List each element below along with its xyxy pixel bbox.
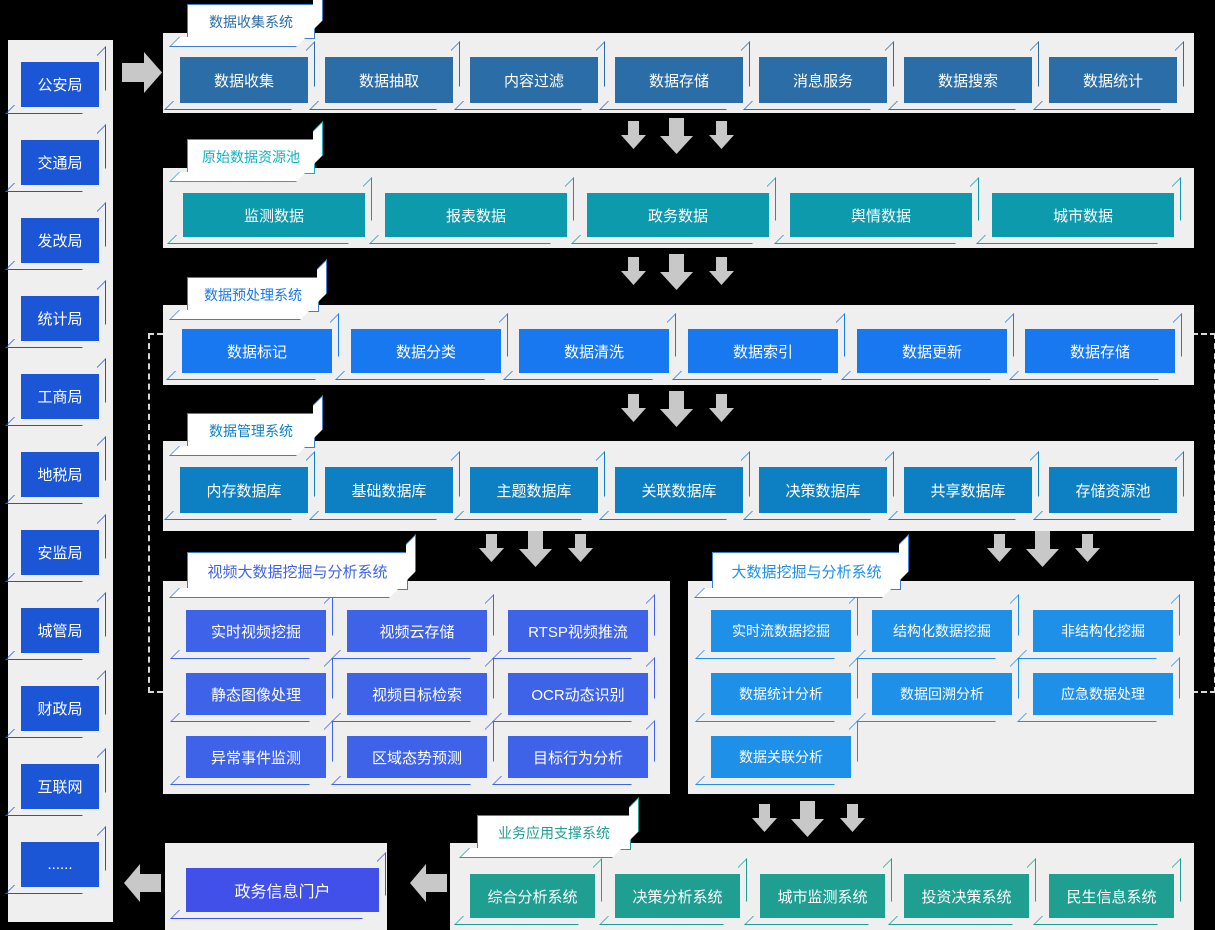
collect-node-0[interactable]: 数据收集 bbox=[180, 57, 308, 103]
bigdata-node-6[interactable]: 数据关联分析 bbox=[711, 736, 851, 778]
down-arrow-icon-small bbox=[479, 534, 504, 562]
down-arrow-icon-small bbox=[568, 534, 593, 562]
collect-node-5[interactable]: 数据搜索 bbox=[904, 57, 1032, 103]
collect-node-4[interactable]: 消息服务 bbox=[759, 57, 887, 103]
down-arrow-icon-small bbox=[1075, 534, 1100, 562]
video-node-8[interactable]: 目标行为分析 bbox=[508, 736, 648, 778]
tab-prep: 数据预处理系统 bbox=[187, 277, 319, 312]
video-node-5[interactable]: OCR动态识别 bbox=[508, 673, 648, 715]
prep-node-5[interactable]: 数据存储 bbox=[1025, 329, 1175, 373]
manage-node-4[interactable]: 决策数据库 bbox=[759, 467, 887, 513]
collect-node-1[interactable]: 数据抽取 bbox=[325, 57, 453, 103]
sidebar-item-6[interactable]: 安监局 bbox=[21, 530, 99, 575]
data-source-sidebar: 公安局交通局发改局统计局工商局地税局安监局城管局财政局互联网...... bbox=[8, 40, 113, 922]
down-arrow-icon-large bbox=[1026, 531, 1059, 567]
down-arrow-icon-large bbox=[791, 801, 824, 837]
collect-node-6[interactable]: 数据统计 bbox=[1049, 57, 1177, 103]
biz-node-3[interactable]: 投资决策系统 bbox=[904, 874, 1029, 918]
pool-node-3[interactable]: 舆情数据 bbox=[790, 193, 972, 237]
pool-node-0[interactable]: 监测数据 bbox=[183, 193, 365, 237]
prep-node-2[interactable]: 数据清洗 bbox=[519, 329, 669, 373]
dashed-bracket-right bbox=[1192, 333, 1215, 693]
down-arrow-icon-small bbox=[621, 257, 646, 285]
pool-node-1[interactable]: 报表数据 bbox=[385, 193, 567, 237]
prep-node-0[interactable]: 数据标记 bbox=[182, 329, 332, 373]
tab-pool: 原始数据资源池 bbox=[187, 139, 315, 174]
portal-left-arrow-icon bbox=[410, 862, 447, 904]
down-arrow-icon-small bbox=[709, 394, 734, 422]
down-arrow-icon-large bbox=[660, 254, 693, 290]
portal-node-0[interactable]: 政务信息门户 bbox=[186, 868, 379, 912]
down-arrow-icon-small bbox=[752, 804, 777, 832]
prep-node-1[interactable]: 数据分类 bbox=[351, 329, 501, 373]
down-arrow-icon-small bbox=[621, 394, 646, 422]
video-node-6[interactable]: 异常事件监测 bbox=[186, 736, 326, 778]
ingest-right-arrow-icon bbox=[122, 50, 162, 95]
bigdata-node-5[interactable]: 应急数据处理 bbox=[1033, 673, 1173, 715]
sidebar-item-1[interactable]: 交通局 bbox=[21, 140, 99, 185]
video-node-3[interactable]: 静态图像处理 bbox=[186, 673, 326, 715]
video-node-7[interactable]: 区域态势预测 bbox=[347, 736, 487, 778]
tab-video: 视频大数据挖掘与分析系统 bbox=[187, 552, 408, 590]
sidebar-item-10[interactable]: ...... bbox=[21, 842, 99, 887]
sidebar-item-5[interactable]: 地税局 bbox=[21, 452, 99, 497]
video-node-0[interactable]: 实时视频挖掘 bbox=[186, 610, 326, 652]
down-arrow-icon-small bbox=[987, 534, 1012, 562]
collect-node-2[interactable]: 内容过滤 bbox=[470, 57, 598, 103]
manage-node-3[interactable]: 关联数据库 bbox=[615, 467, 743, 513]
biz-node-4[interactable]: 民生信息系统 bbox=[1049, 874, 1174, 918]
sidebar-item-8[interactable]: 财政局 bbox=[21, 686, 99, 731]
sidebar-item-7[interactable]: 城管局 bbox=[21, 608, 99, 653]
sidebar-item-0[interactable]: 公安局 bbox=[21, 62, 99, 107]
biz-node-1[interactable]: 决策分析系统 bbox=[615, 874, 740, 918]
tab-biz: 业务应用支撑系统 bbox=[477, 815, 631, 850]
tab-manage: 数据管理系统 bbox=[187, 413, 315, 448]
output-left-arrow-icon bbox=[124, 862, 161, 904]
down-arrow-icon-large bbox=[660, 391, 693, 427]
pool-node-4[interactable]: 城市数据 bbox=[992, 193, 1174, 237]
video-node-1[interactable]: 视频云存储 bbox=[347, 610, 487, 652]
down-arrow-icon-small bbox=[621, 121, 646, 149]
manage-node-6[interactable]: 存储资源池 bbox=[1049, 467, 1177, 513]
video-node-2[interactable]: RTSP视频推流 bbox=[508, 610, 648, 652]
sidebar-item-9[interactable]: 互联网 bbox=[21, 764, 99, 809]
manage-node-0[interactable]: 内存数据库 bbox=[180, 467, 308, 513]
prep-node-3[interactable]: 数据索引 bbox=[688, 329, 838, 373]
bigdata-node-0[interactable]: 实时流数据挖掘 bbox=[711, 610, 851, 652]
collect-node-3[interactable]: 数据存储 bbox=[615, 57, 743, 103]
down-arrow-icon-large bbox=[660, 118, 693, 154]
down-arrow-icon-small bbox=[709, 257, 734, 285]
bigdata-node-3[interactable]: 数据统计分析 bbox=[711, 673, 851, 715]
sidebar-item-3[interactable]: 统计局 bbox=[21, 296, 99, 341]
manage-node-1[interactable]: 基础数据库 bbox=[325, 467, 453, 513]
biz-node-0[interactable]: 综合分析系统 bbox=[470, 874, 595, 918]
dashed-bracket-left bbox=[148, 333, 172, 693]
sidebar-item-4[interactable]: 工商局 bbox=[21, 374, 99, 419]
down-arrow-icon-small bbox=[709, 121, 734, 149]
manage-node-5[interactable]: 共享数据库 bbox=[904, 467, 1032, 513]
pool-node-2[interactable]: 政务数据 bbox=[587, 193, 769, 237]
bigdata-node-2[interactable]: 非结构化挖掘 bbox=[1033, 610, 1173, 652]
down-arrow-icon-small bbox=[840, 804, 865, 832]
down-arrow-icon-large bbox=[519, 531, 552, 567]
bigdata-node-1[interactable]: 结构化数据挖掘 bbox=[872, 610, 1012, 652]
manage-node-2[interactable]: 主题数据库 bbox=[470, 467, 598, 513]
biz-node-2[interactable]: 城市监测系统 bbox=[760, 874, 885, 918]
tab-bigdata: 大数据挖掘与分析系统 bbox=[712, 552, 901, 590]
prep-node-4[interactable]: 数据更新 bbox=[857, 329, 1007, 373]
tab-collect: 数据收集系统 bbox=[187, 4, 315, 39]
sidebar-item-2[interactable]: 发改局 bbox=[21, 218, 99, 263]
bigdata-node-4[interactable]: 数据回溯分析 bbox=[872, 673, 1012, 715]
video-node-4[interactable]: 视频目标检索 bbox=[347, 673, 487, 715]
